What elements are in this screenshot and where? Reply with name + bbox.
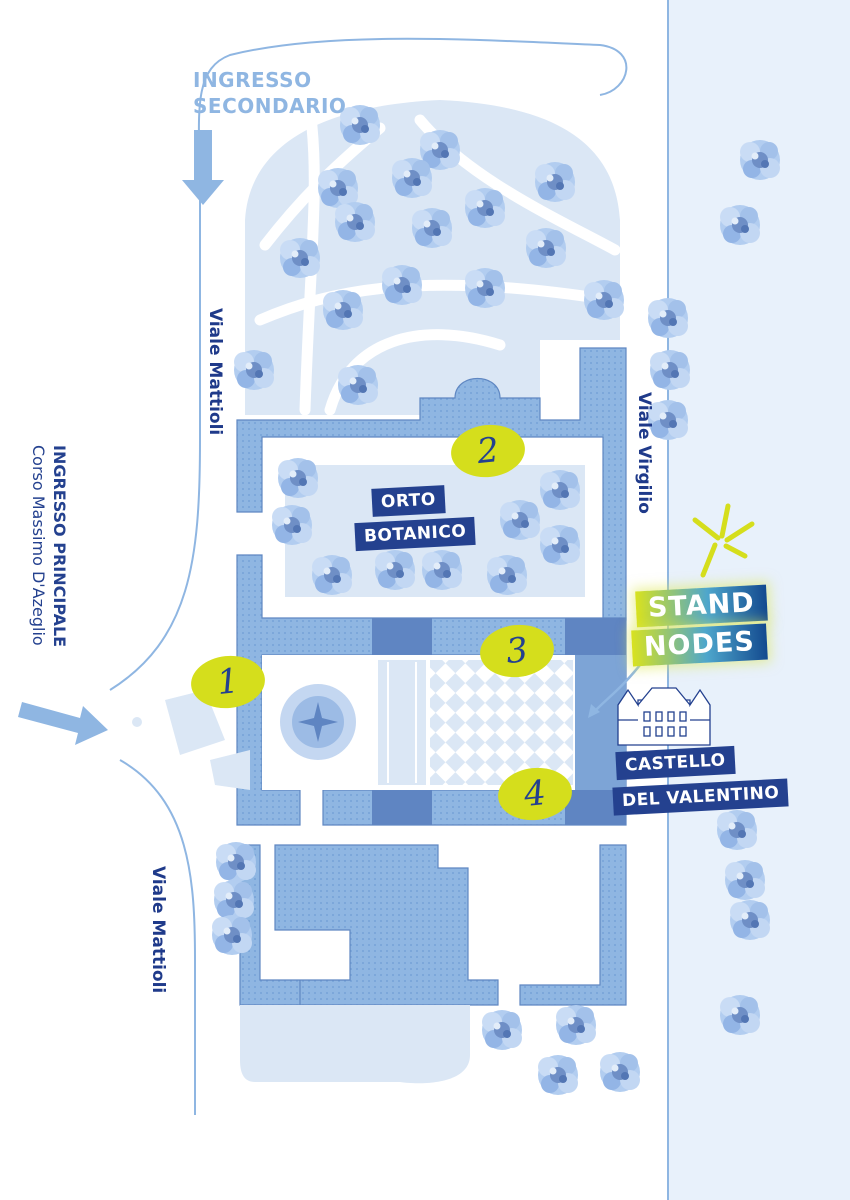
marker-1[interactable]: 1 <box>188 652 268 712</box>
road-viale-virgilio: Viale Virgilio <box>634 392 654 514</box>
courtyard-checker <box>430 660 573 785</box>
secondary-entrance-label: INGRESSO SECONDARIO <box>193 68 347 118</box>
road-viale-mattioli-upper: Viale Mattioli <box>205 308 225 436</box>
marker-3[interactable]: 3 <box>477 621 557 681</box>
sparkle-icon <box>692 503 755 578</box>
marker-2[interactable]: 2 <box>448 421 528 481</box>
main-entrance-label: INGRESSO PRINCIPALE Corso Massimo D'Azeg… <box>29 445 69 648</box>
orto-botanico-label-line2: BOTANICO <box>354 516 476 552</box>
road-viale-mattioli-lower: Viale Mattioli <box>148 866 168 994</box>
arrow-icon <box>18 702 108 745</box>
castello-label-line1: CASTELLO <box>615 745 736 781</box>
castello-label-line2: DEL VALENTINO <box>612 778 790 816</box>
orto-botanico-label-line1: ORTO <box>371 485 446 517</box>
compass-rose-icon <box>280 684 356 760</box>
arrow-icon <box>182 130 224 205</box>
orto-building <box>236 347 627 621</box>
castle-icon <box>617 687 711 746</box>
marker-4[interactable]: 4 <box>495 764 575 824</box>
stand-nodes-label-line2: NODES <box>631 623 768 667</box>
stand-nodes-label-line1: STAND <box>635 584 768 628</box>
